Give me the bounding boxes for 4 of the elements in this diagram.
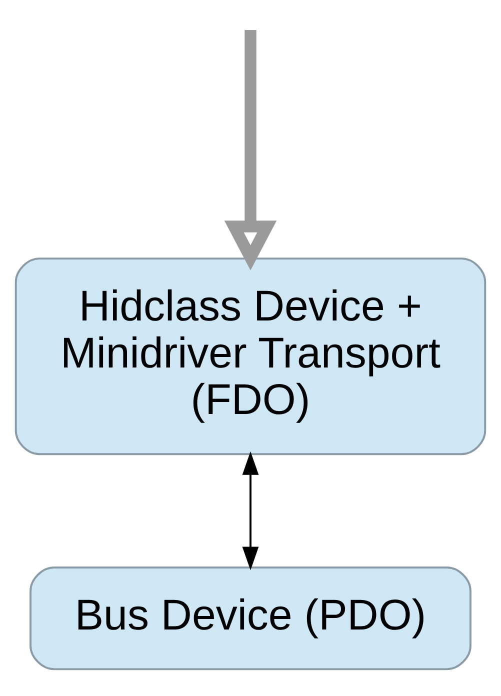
node-box: Hidclass Device + Minidriver Transport (FDO) bbox=[14, 257, 486, 455]
arrow bbox=[224, 30, 277, 270]
node-box: Bus Device (PDO) bbox=[30, 566, 472, 670]
arrow bbox=[242, 450, 259, 570]
